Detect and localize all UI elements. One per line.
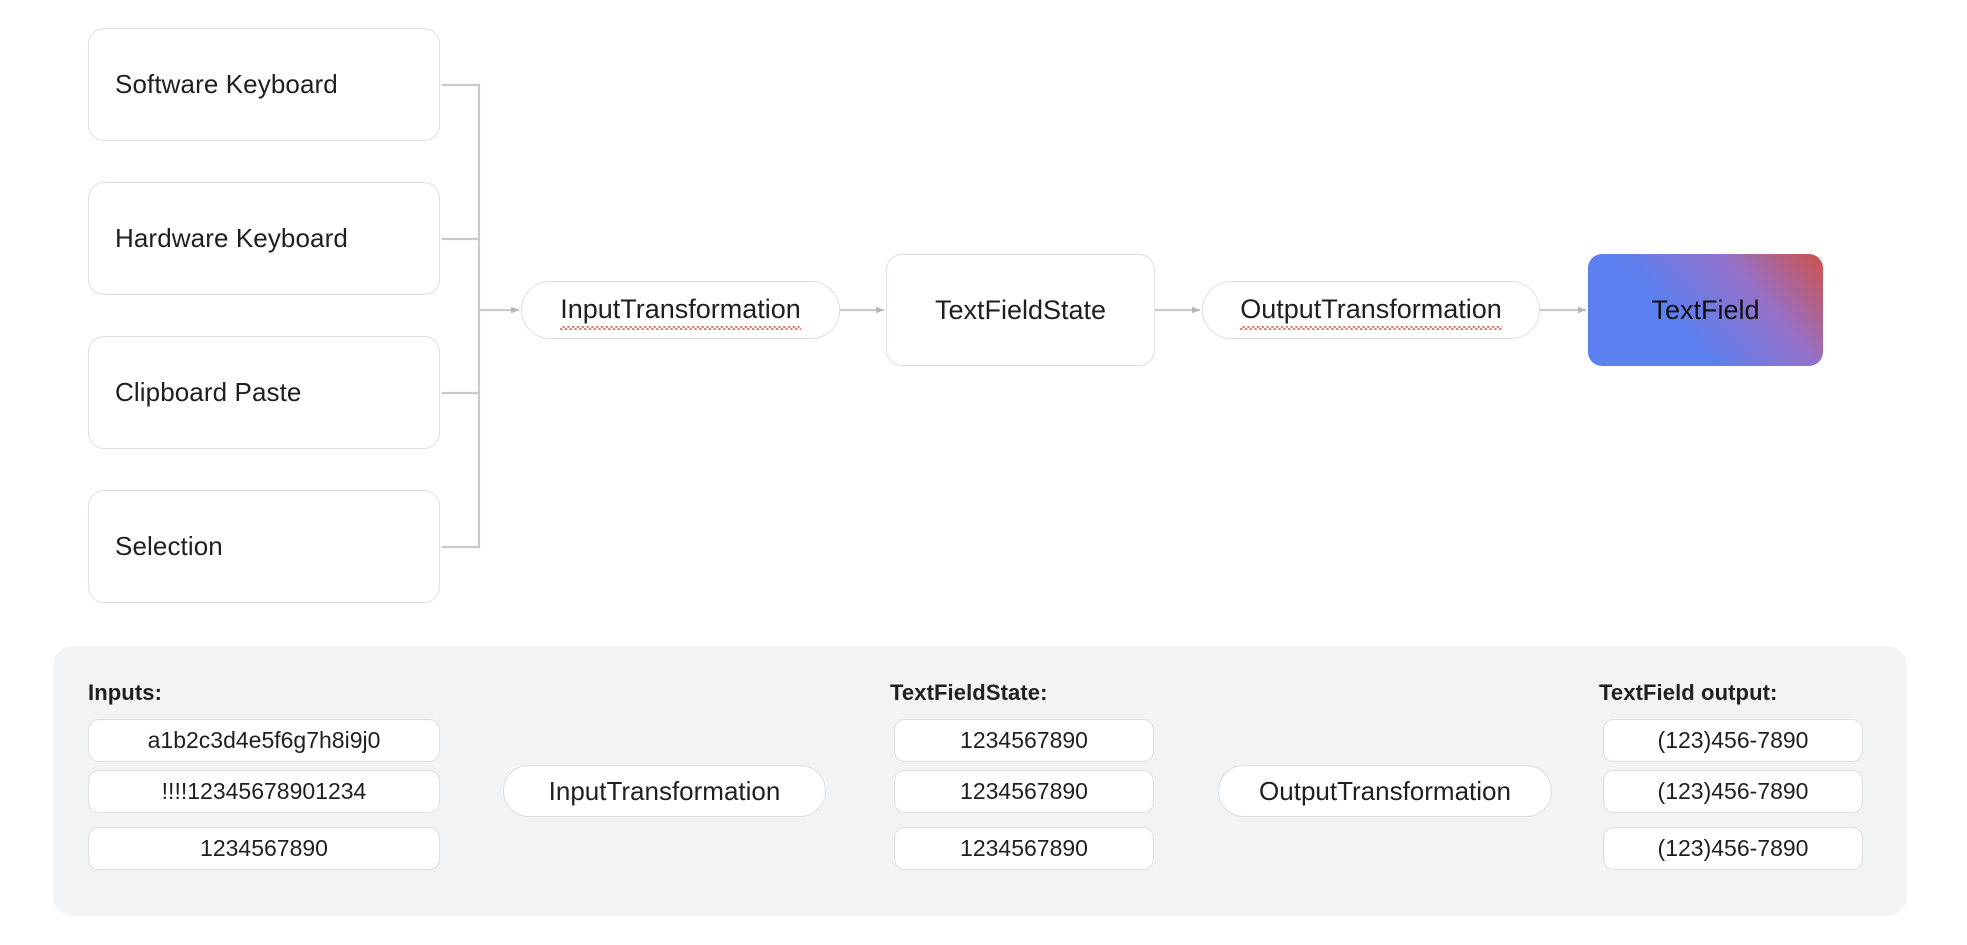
node-label: TextField <box>1651 294 1760 325</box>
example-state-value[interactable]: 1234567890 <box>894 827 1154 870</box>
example-input-value[interactable]: 1234567890 <box>88 827 440 870</box>
example-node-output-transformation[interactable]: OutputTransformation <box>1218 765 1552 817</box>
source-label: Hardware Keyboard <box>115 223 348 253</box>
wire-software-keyboard <box>442 83 481 310</box>
node-output-transformation[interactable]: OutputTransformation <box>1202 281 1540 339</box>
example-output-value[interactable]: (123)456-7890 <box>1603 719 1863 762</box>
node-text-field[interactable]: TextField <box>1588 254 1823 366</box>
node-label: InputTransformation <box>548 775 781 806</box>
source-box-clipboard-paste[interactable]: Clipboard Paste <box>88 336 440 449</box>
source-box-software-keyboard[interactable]: Software Keyboard <box>88 28 440 141</box>
source-box-selection[interactable]: Selection <box>88 490 440 603</box>
example-input-value[interactable]: a1b2c3d4e5f6g7h8i9j0 <box>88 719 440 762</box>
source-label: Clipboard Paste <box>115 377 302 407</box>
source-box-hardware-keyboard[interactable]: Hardware Keyboard <box>88 182 440 295</box>
source-label: Selection <box>115 531 223 561</box>
example-output-value[interactable]: (123)456-7890 <box>1603 827 1863 870</box>
heading-text-field-state: TextFieldState: <box>890 680 1048 705</box>
example-state-value[interactable]: 1234567890 <box>894 719 1154 762</box>
wire-selection <box>442 310 481 549</box>
example-input-value[interactable]: !!!!12345678901234 <box>88 770 440 813</box>
node-text-field-state[interactable]: TextFieldState <box>886 254 1155 366</box>
example-output-value[interactable]: (123)456-7890 <box>1603 770 1863 813</box>
node-input-transformation[interactable]: InputTransformation <box>521 281 840 339</box>
node-label: TextFieldState <box>934 294 1107 325</box>
source-label: Software Keyboard <box>115 69 338 99</box>
example-node-input-transformation[interactable]: InputTransformation <box>503 765 826 817</box>
heading-inputs: Inputs: <box>88 680 163 705</box>
node-label: InputTransformation <box>560 294 801 330</box>
node-label: OutputTransformation <box>1240 294 1502 330</box>
node-label: OutputTransformation <box>1259 775 1511 806</box>
example-state-value[interactable]: 1234567890 <box>894 770 1154 813</box>
heading-text-field-output: TextField output: <box>1599 680 1778 705</box>
